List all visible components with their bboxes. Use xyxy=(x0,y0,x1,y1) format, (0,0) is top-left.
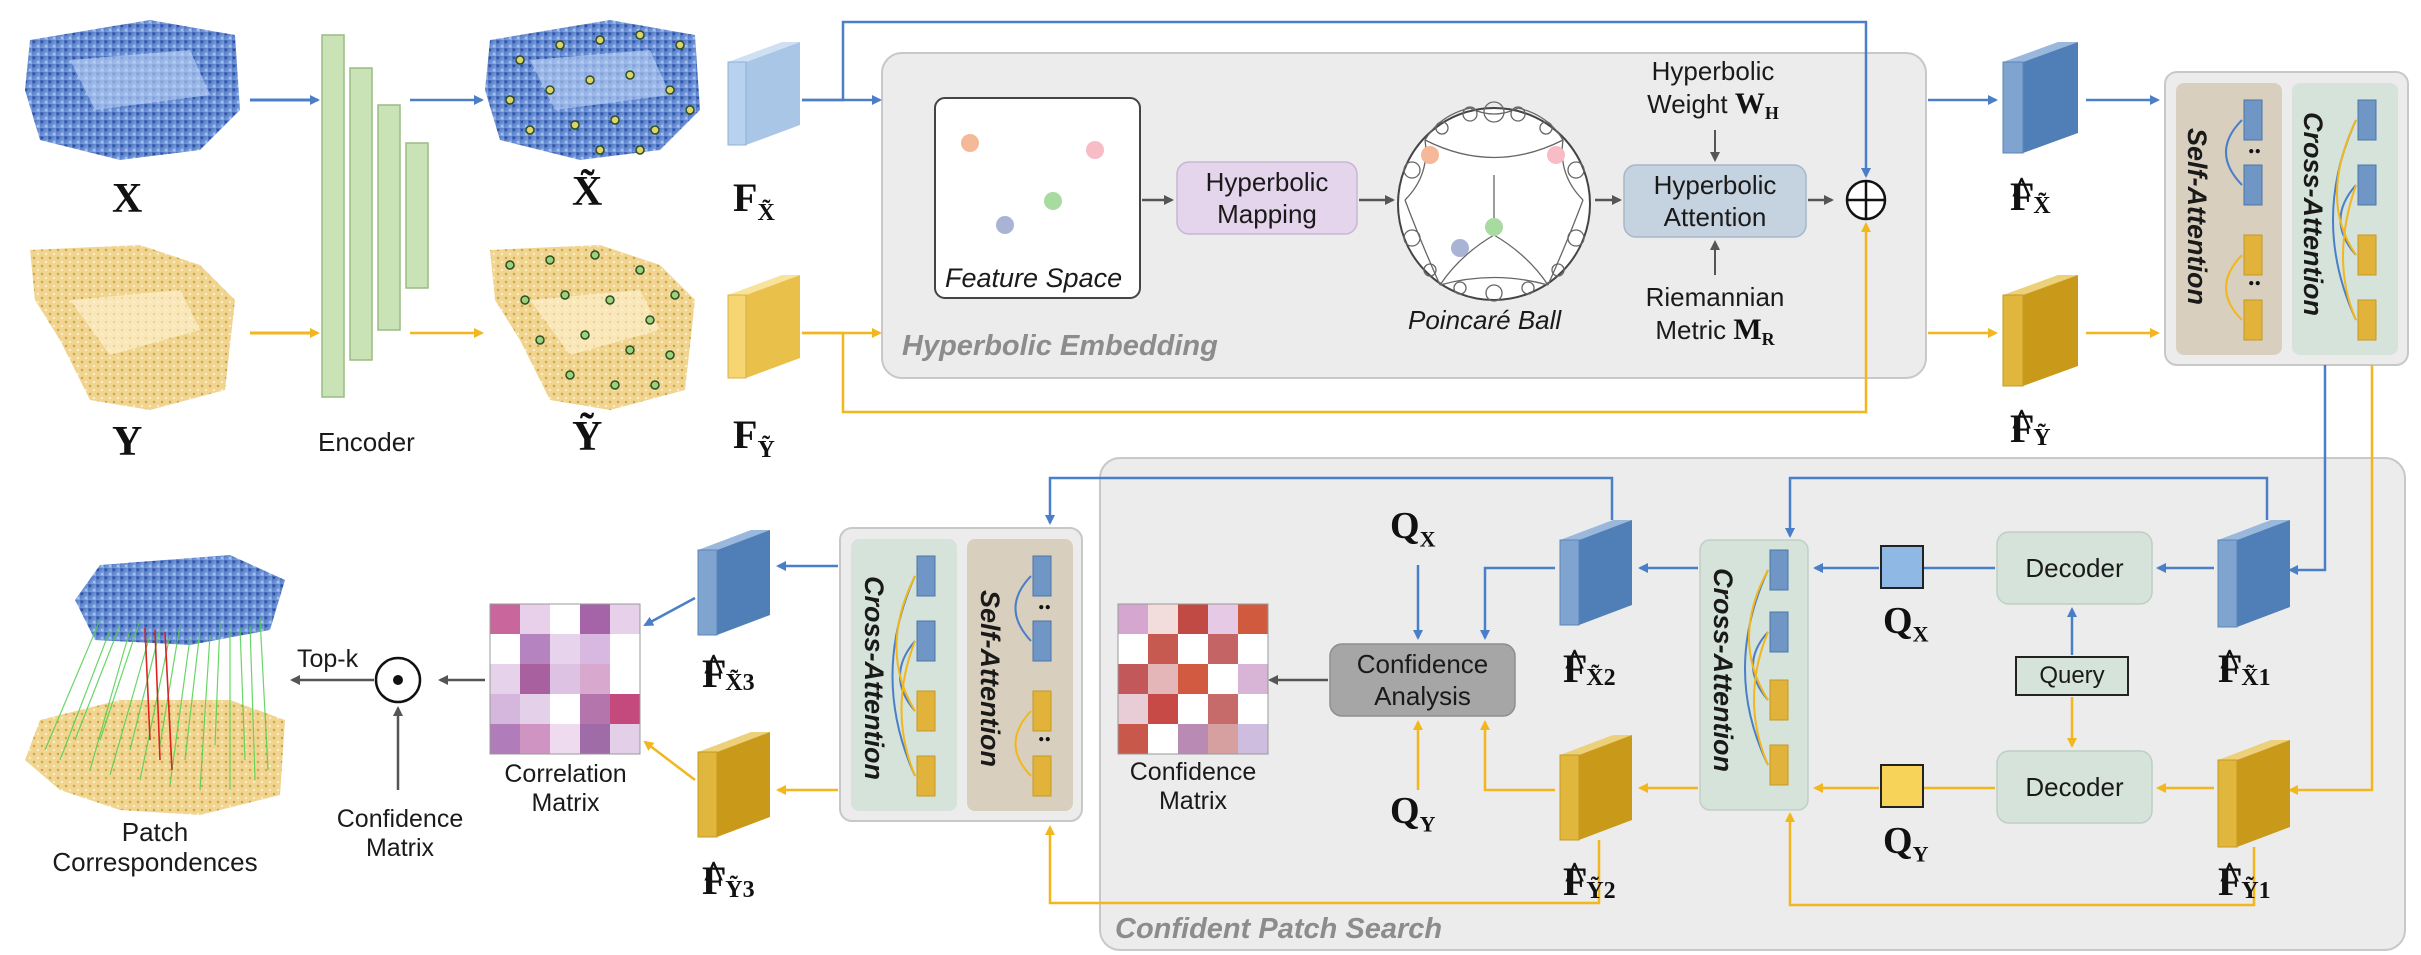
loop-fx2-to-left-attn xyxy=(1045,476,1614,525)
self-attention-label-left: Self-Attention xyxy=(975,590,1005,767)
label-x: X xyxy=(112,176,143,222)
poincare-ball-label: Poincaré Ball xyxy=(1408,305,1562,335)
odot-icon xyxy=(374,656,422,704)
decoder-label-bottom: Decoder xyxy=(2025,771,2124,802)
feature-cube-fy3 xyxy=(697,732,770,838)
cross-attention-block-middle xyxy=(1699,539,1809,811)
hyperbolic-attention-box xyxy=(1623,164,1807,238)
dots: .. xyxy=(2248,130,2261,159)
feature-cube-fy xyxy=(727,275,800,379)
encoder-block xyxy=(321,34,429,398)
attention-block-top-right xyxy=(2164,71,2409,366)
confident-patch-search-title: Confident Patch Search xyxy=(1115,913,1443,945)
qy-square xyxy=(1880,764,1924,808)
label-qy-right: QY xyxy=(1883,820,1929,867)
feature-cube-fx3 xyxy=(697,530,770,636)
loop-fy2-to-left-attn xyxy=(1045,825,1601,905)
feature-space-label: Feature Space xyxy=(945,263,1123,293)
self-attention-label-top: Self-Attention xyxy=(2182,128,2212,305)
cross-attention-label-left: Cross-Attention xyxy=(859,576,889,780)
riemannian-metric-label: Riemannian Metric MR xyxy=(1645,282,1785,350)
arrow-to-fx1 xyxy=(2288,365,2327,575)
poincare-ball xyxy=(1397,101,1591,302)
feature-point xyxy=(961,134,979,152)
correlation-matrix-heatmap xyxy=(489,603,641,755)
loop-fy1-to-cross xyxy=(1785,812,2256,907)
qx-square xyxy=(1880,545,1924,589)
hyperbolic-embedding-title: Hyperbolic Embedding xyxy=(902,330,1218,362)
hyperbolic-weight-label: Hyperbolic Weight WH xyxy=(1647,56,1779,124)
confidence-analysis-box xyxy=(1329,643,1516,717)
point-cloud-y xyxy=(30,245,235,410)
feature-cube-fx2 xyxy=(1559,520,1632,626)
confidence-matrix-heatmap xyxy=(1117,603,1269,755)
feature-cube-fy1 xyxy=(2217,740,2290,848)
decoder-label-top: Decoder xyxy=(2025,552,2124,583)
topk-label: Top-k xyxy=(297,645,359,673)
oplus-icon xyxy=(1845,179,1887,221)
encoder-label: Encoder xyxy=(318,427,415,457)
dots: .. xyxy=(1038,586,1051,615)
decoder-box-bottom xyxy=(1996,750,2153,824)
feature-cube-fy-hat xyxy=(2002,275,2078,387)
label-y: Y xyxy=(112,419,143,465)
feature-cube-fx1 xyxy=(2217,520,2290,628)
feature-cube-fy2 xyxy=(1559,735,1632,841)
dots: .. xyxy=(1038,718,1051,747)
cross-attention-label-top: Cross-Attention xyxy=(2298,112,2328,316)
arrow-fx3-to-correlation xyxy=(643,596,696,627)
feature-point xyxy=(996,216,1014,234)
query-label: Query xyxy=(2039,662,2105,689)
feature-cube-fx-hat xyxy=(2002,42,2078,154)
feature-point xyxy=(1086,141,1104,159)
attention-block-bottom-left xyxy=(839,527,1083,822)
point-cloud-y-tilde xyxy=(490,245,695,410)
label-qy-left: QY xyxy=(1390,790,1436,837)
arrow-to-fy1 xyxy=(2288,365,2374,795)
arrow-fy2-to-confidence xyxy=(1480,720,1555,792)
label-f-x: FX̃ xyxy=(733,175,775,226)
point-cloud-x-tilde xyxy=(485,20,700,160)
hyperbolic-mapping-box xyxy=(1176,161,1358,235)
decoder-box-top xyxy=(1996,531,2153,605)
label-x-tilde: X̃ xyxy=(572,169,603,215)
patch-correspondences-image xyxy=(25,555,285,815)
arrow-fy3-to-correlation xyxy=(643,740,696,781)
label-qx-left: QX xyxy=(1390,505,1436,552)
point-cloud-x xyxy=(25,20,240,160)
label-qx-right: QX xyxy=(1883,600,1929,647)
feature-point xyxy=(1044,192,1062,210)
dots: .. xyxy=(2248,262,2261,291)
feature-cube-fx xyxy=(727,42,800,146)
loop-fx1-to-cross xyxy=(1785,476,2269,538)
label-y-tilde: Ỹ xyxy=(572,414,603,460)
label-f-y: FỸ xyxy=(733,412,775,463)
cross-attention-label-middle: Cross-Attention xyxy=(1708,568,1738,772)
arrow-fx2-to-confidence xyxy=(1480,566,1555,640)
query-box xyxy=(2015,656,2129,696)
